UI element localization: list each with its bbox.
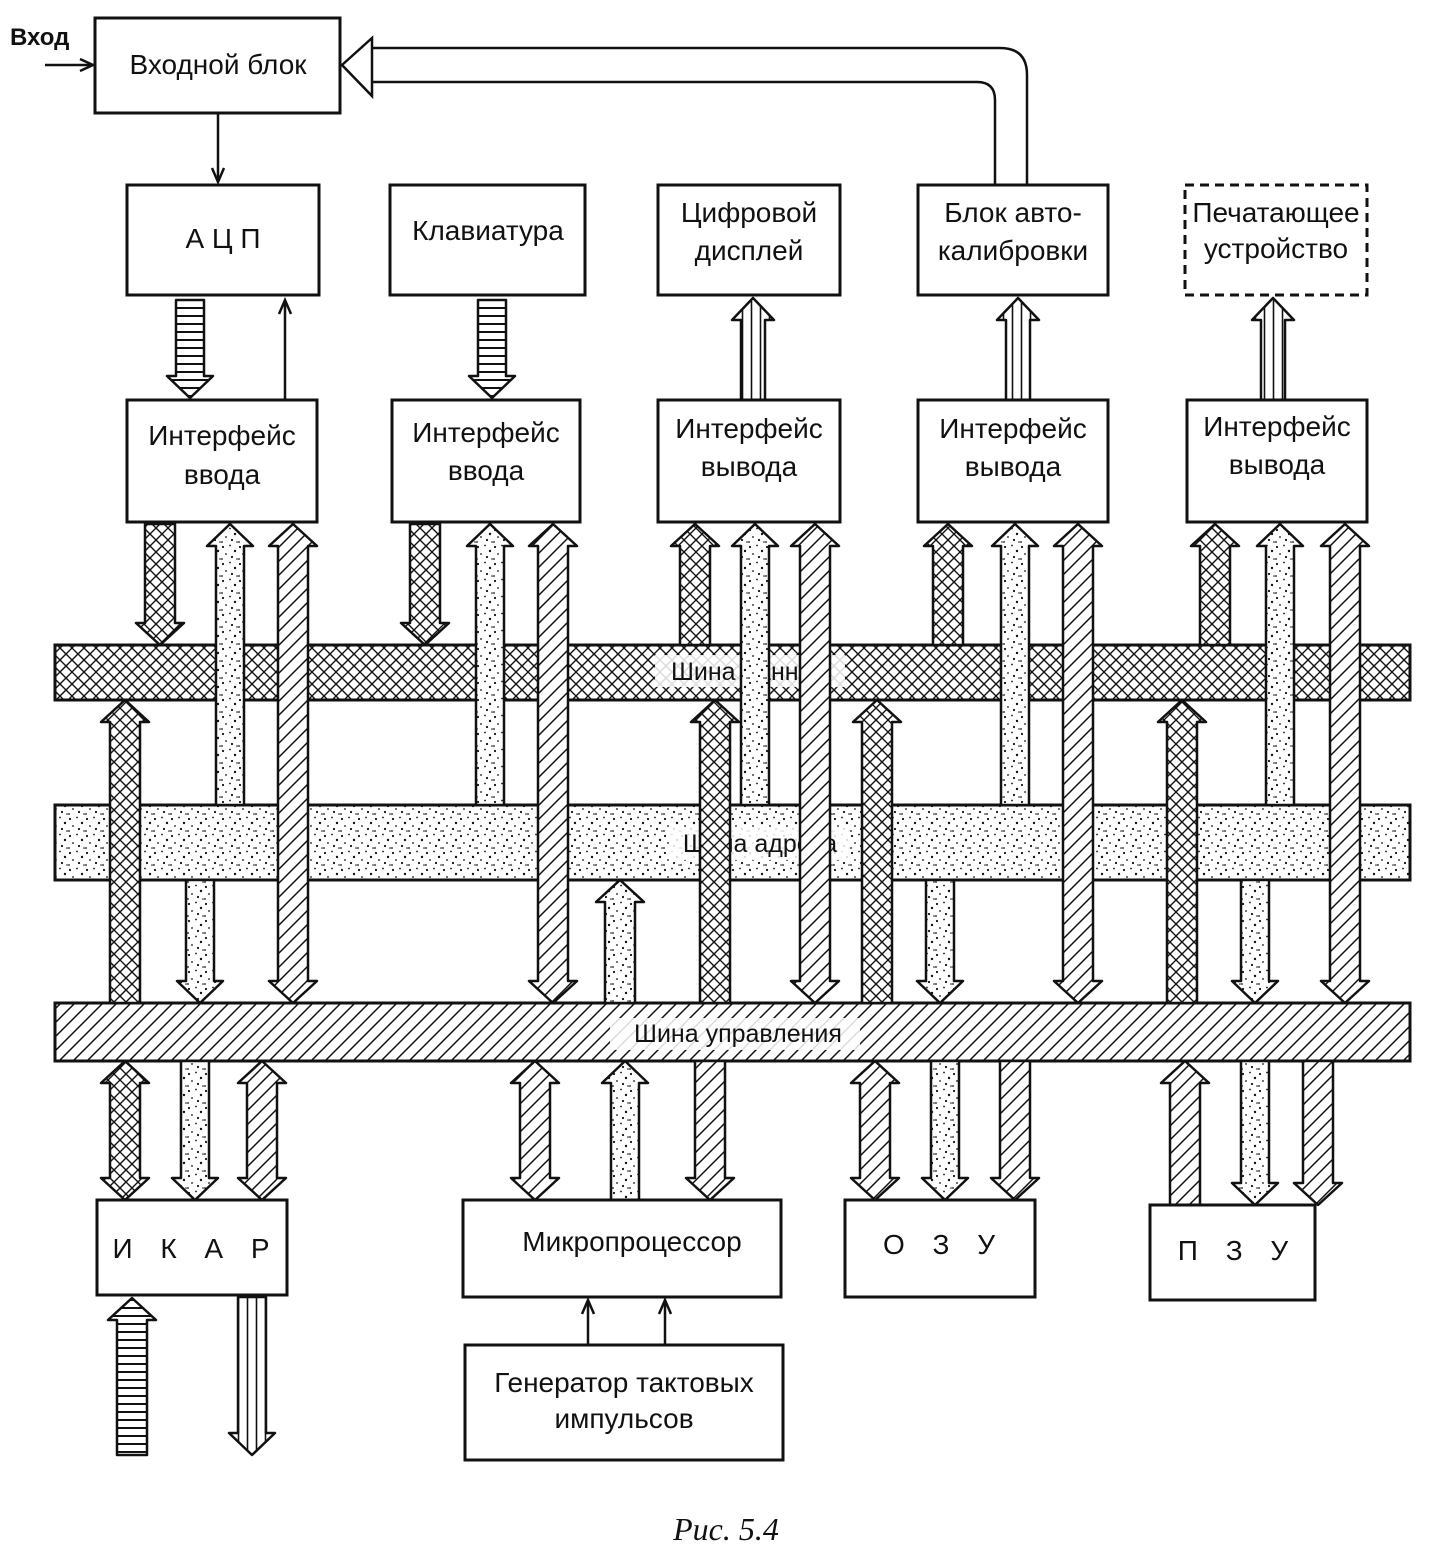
bus-arrow-7 [205,522,255,807]
rom-block [1148,1203,1317,1302]
clock-generator-label-2: импульсов [554,1403,693,1434]
input-interface-2-label-1: Интерфейс [412,417,560,448]
display-label-2: дисплей [695,235,804,266]
output-interface-3-label-2: вывода [1229,449,1326,480]
bus-arrow-40 [1292,1059,1344,1207]
bus-arrow-41 [106,1296,158,1457]
bus-arrow-19 [1255,522,1305,807]
bus-arrow-26 [915,878,965,1005]
bus-arrow-4 [995,296,1041,402]
printer-block [1183,183,1369,297]
bus-arrow-6 [134,522,186,647]
bus-arrow-5 [1250,296,1296,402]
bus-arrow-12 [669,522,721,647]
output-interface-2 [916,398,1110,524]
display-label-1: Цифровой [681,197,817,228]
bus-arrow-24 [1156,698,1208,1005]
bus-arrow-20 [1319,522,1371,1005]
output-interface-2-label-2: вывода [965,451,1062,482]
bus-arrow-14 [789,522,841,1005]
bus-arrow-11 [527,522,579,1005]
bus-arrow-42 [227,1295,277,1457]
bus-arrow-38 [1159,1059,1211,1207]
output-interface-3-label-1: Интерфейс [1203,411,1351,442]
output-interface-1-label-1: Интерфейс [675,413,823,444]
ram-label: О З У [883,1229,1005,1260]
output-interface-1 [656,398,842,524]
bus-arrow-27 [1230,878,1280,1005]
autocalibration-label-2: калибровки [938,235,1088,266]
output-interface-2-label-1: Интерфейс [939,413,1087,444]
bus-arrow-15 [922,522,974,647]
display-block [656,183,842,297]
printer-label-1: Печатающее [1192,197,1359,228]
bus-arrow-29 [99,1059,151,1202]
bus-arrow-33 [600,1059,650,1202]
rom-label: П З У [1178,1235,1298,1266]
bus-arrow-36 [920,1059,970,1202]
bus-arrow-18 [1189,522,1241,647]
feedback-path-inner [372,80,997,185]
output-interface-1-label-2: вывода [701,451,798,482]
autocalibration-label-1: Блок авто- [944,197,1082,228]
bus-arrow-8 [267,522,319,1005]
ram-block [843,1198,1037,1299]
bus-arrow-13 [730,522,780,807]
adc-label: А Ц П [185,223,260,254]
clock-generator-label-1: Генератор тактовых [494,1367,754,1398]
input-interface-1-label-1: Интерфейс [148,420,296,451]
keyboard-block [388,183,587,297]
bus-arrows [99,296,1371,1457]
feedback-path-outer [372,46,1029,185]
ikar-block [95,1198,289,1297]
bus-arrow-23 [851,698,903,1005]
keyboard-label: Клавиатура [412,215,564,246]
input-interface-2 [390,398,582,524]
feedback-arrowhead [340,35,374,100]
figure-caption: Рис. 5.4 [672,1511,779,1547]
bus-arrow-37 [989,1059,1041,1202]
bus-arrow-25 [594,878,646,1005]
bus-arrow-30 [170,1059,220,1202]
bus-arrow-3 [730,296,776,402]
input-interface-1-label-2: ввода [184,459,261,490]
input-interface-2-label-2: ввода [448,455,525,486]
clock-generator-block [463,1343,785,1462]
input-block-label: Входной блок [129,49,307,80]
bus-arrow-39 [1230,1059,1280,1207]
bus-arrow-28 [175,878,225,1005]
autocalibration-block [916,183,1110,297]
printer-label-2: устройство [1204,233,1348,264]
bus-arrow-1 [165,298,215,400]
bus-arrow-10 [465,522,515,807]
microprocessor-block [461,1198,783,1299]
bus-arrow-35 [849,1059,901,1202]
microprocessor-label: Микропроцессор [522,1226,741,1257]
input-label: Вход [10,24,69,51]
bus-arrow-32 [509,1059,561,1202]
bus-arrow-21 [99,698,151,1005]
bus-arrow-17 [1052,522,1104,1005]
bus-arrow-16 [990,522,1040,807]
bus-arrow-2 [467,298,517,400]
adc-block [125,183,321,297]
bus-arrow-22 [689,698,741,1005]
bus-arrow-9 [399,522,451,647]
output-interface-3 [1185,398,1369,524]
ikar-label: И К А Р [112,1233,279,1264]
bus-arrow-31 [236,1059,288,1202]
input-interface-1 [125,398,319,524]
control-bus-label: Шина управления [634,1020,842,1048]
bus-arrow-34 [684,1059,736,1202]
